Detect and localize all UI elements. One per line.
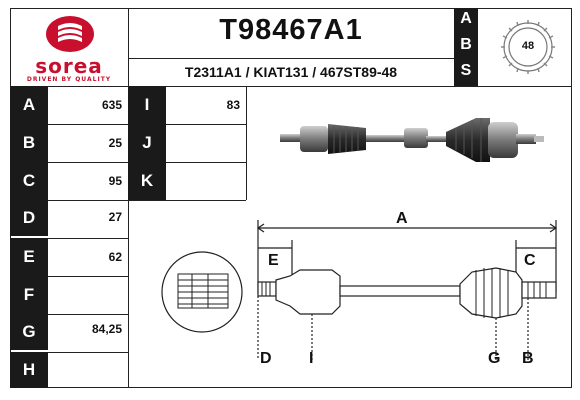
divider	[128, 58, 454, 59]
divider	[48, 314, 128, 315]
label-d: D	[260, 350, 272, 367]
divider	[48, 238, 128, 239]
abs-teeth-count: 48	[521, 40, 535, 52]
divider	[128, 8, 129, 86]
dim-value: 84,25	[91, 322, 122, 336]
divider	[128, 86, 129, 388]
dim-letter: H	[10, 352, 48, 388]
abs-letter: A	[460, 10, 472, 27]
label-e: E	[268, 252, 279, 269]
abs-letter: S	[460, 62, 472, 79]
label-i: I	[309, 350, 314, 367]
label-g: G	[488, 350, 501, 367]
brand-logo: sorea DRIVEN BY QUALITY	[10, 8, 128, 86]
dim-value: 95	[108, 174, 122, 188]
dim-value: 635	[101, 98, 122, 112]
dim-letter: C	[10, 162, 48, 200]
divider	[166, 162, 246, 163]
product-code: T98467A1	[219, 14, 363, 46]
product-references: T2311A1 / KIAT131 / 467ST89-48	[184, 64, 398, 80]
abs-ring-icon	[501, 20, 555, 74]
sorea-logo-icon	[46, 16, 94, 52]
brand-name: sorea	[35, 54, 103, 78]
dim-letter: E	[10, 238, 48, 276]
dim-letter: B	[10, 124, 48, 162]
label-b: B	[522, 350, 534, 367]
divider	[166, 124, 246, 125]
divider	[10, 86, 572, 87]
dim-value	[48, 350, 128, 388]
divider	[48, 276, 128, 277]
abs-letter: B	[460, 36, 472, 53]
divider	[246, 86, 247, 200]
dim-letter: I	[128, 86, 166, 124]
dim-value: 27	[108, 210, 122, 224]
divider	[48, 200, 246, 201]
dim-letter: A	[10, 86, 48, 124]
drive-shaft-photo	[280, 118, 544, 162]
brand-tagline: DRIVEN BY QUALITY	[26, 76, 112, 83]
dim-value	[166, 162, 246, 200]
dim-letter: F	[10, 276, 48, 314]
dim-letter: G	[10, 314, 48, 350]
dimension-diagram	[161, 220, 558, 360]
dim-letter: J	[128, 124, 166, 162]
divider	[48, 162, 128, 163]
dim-value	[48, 276, 128, 314]
dim-value	[166, 124, 246, 162]
abs-column	[454, 8, 478, 86]
dim-value: 62	[108, 250, 122, 264]
label-a: A	[396, 210, 408, 227]
divider	[48, 352, 128, 353]
dim-letter: K	[128, 162, 166, 200]
dim-letter: D	[10, 200, 48, 236]
label-c: C	[524, 252, 536, 269]
divider	[48, 124, 128, 125]
dim-value: 25	[108, 136, 122, 150]
dim-value: 83	[226, 98, 240, 112]
